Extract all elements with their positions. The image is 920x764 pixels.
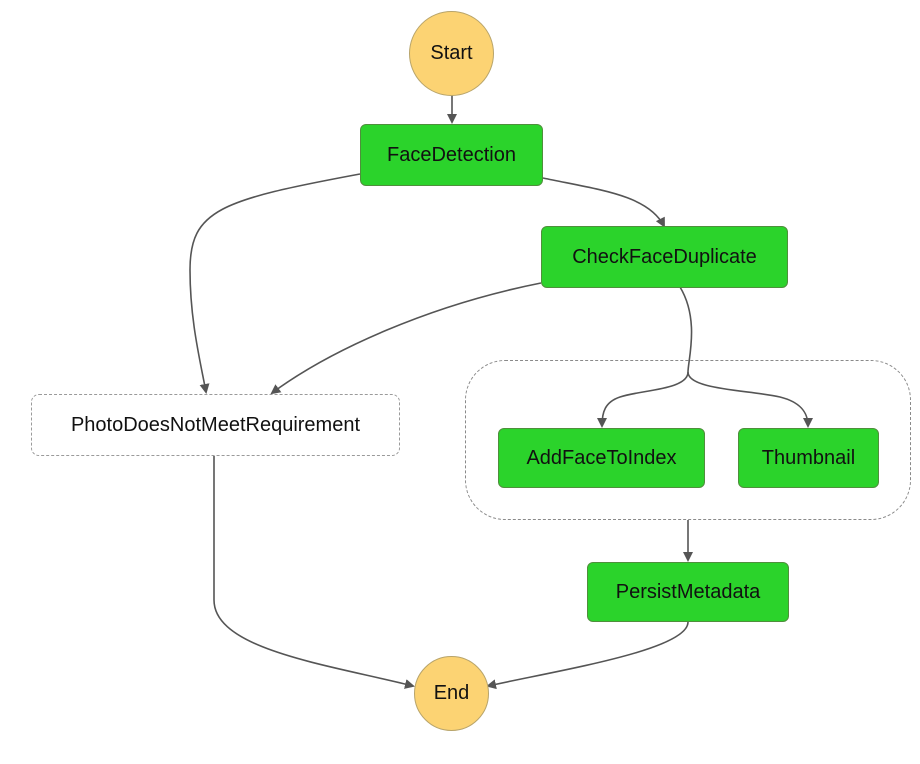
edge-checkfaceduplicate-to-photodoesnotmeetrequirement xyxy=(270,282,542,395)
end-node-label: End xyxy=(433,682,470,704)
persist-metadata-label: PersistMetadata xyxy=(615,580,761,603)
add-face-to-index-label: AddFaceToIndex xyxy=(526,446,677,469)
edge-persistmetadata-to-end xyxy=(486,621,689,690)
edge-checkfaceduplicate-to-addfacetoindex xyxy=(597,286,693,428)
edge-checkfaceduplicate-to-thumbnail xyxy=(687,371,813,428)
parallel-branch-container xyxy=(465,360,911,520)
photo-does-not-meet-requirement-label: PhotoDoesNotMeetRequirement xyxy=(70,413,361,436)
start-node-label: Start xyxy=(430,42,473,64)
persist-metadata-node[interactable]: PersistMetadata xyxy=(587,562,789,622)
face-detection-label: FaceDetection xyxy=(387,143,516,166)
face-detection-node[interactable]: FaceDetection xyxy=(360,124,543,186)
edge-photodoesnotmeetrequirement-to-end xyxy=(213,455,415,689)
thumbnail-node[interactable]: Thumbnail xyxy=(738,428,879,488)
check-face-duplicate-label: CheckFaceDuplicate xyxy=(572,245,757,268)
edge-facedetection-to-photodoesnotmeetrequirement xyxy=(189,173,361,394)
add-face-to-index-node[interactable]: AddFaceToIndex xyxy=(498,428,705,488)
start-node[interactable]: Start xyxy=(409,11,494,96)
edge-facedetection-to-checkfaceduplicate xyxy=(542,177,665,228)
check-face-duplicate-node[interactable]: CheckFaceDuplicate xyxy=(541,226,788,288)
photo-does-not-meet-requirement-node[interactable]: PhotoDoesNotMeetRequirement xyxy=(31,394,400,456)
end-node[interactable]: End xyxy=(414,656,489,731)
thumbnail-label: Thumbnail xyxy=(761,446,856,469)
